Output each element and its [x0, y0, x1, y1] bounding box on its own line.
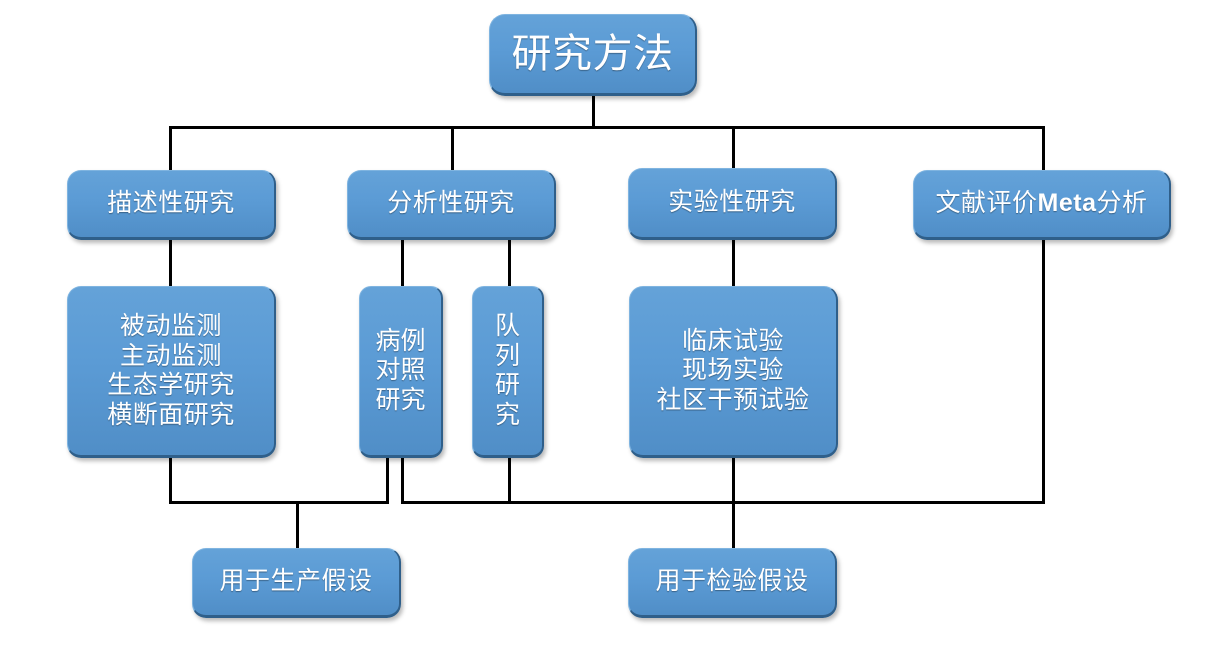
node-title-label: 研究方法	[511, 31, 674, 77]
connector-descriptive-methods-down	[169, 458, 172, 503]
connector-cohort-down	[508, 458, 511, 503]
connector-main-bus	[169, 126, 1045, 129]
node-test-hypothesis[interactable]: 用于检验假设	[628, 548, 837, 618]
node-experimental-methods[interactable]: 临床试验 现场实验 社区干预试验	[629, 286, 838, 458]
connector-generate-bus	[169, 501, 389, 504]
connector-bus-to-analytic	[451, 126, 454, 171]
meta-label-suffix: 分析	[1096, 190, 1148, 218]
node-descriptive-methods-label: 被动监测 主动监测 生态学研究 横断面研究	[107, 313, 235, 429]
connector-generate-stem	[296, 501, 299, 549]
node-literature-meta-analysis[interactable]: 文献评价Meta分析	[913, 170, 1171, 240]
node-experimental-methods-label: 临床试验 现场实验 社区干预试验	[656, 327, 810, 414]
node-analytic-research-label: 分析性研究	[387, 190, 515, 218]
node-generate-hypothesis-label: 用于生产假设	[219, 568, 373, 596]
node-test-hypothesis-label: 用于检验假设	[655, 568, 809, 596]
node-literature-meta-analysis-label: 文献评价Meta分析	[936, 189, 1148, 219]
node-cohort-study[interactable]: 队 列 研 究	[472, 286, 544, 458]
node-experimental-research[interactable]: 实验性研究	[628, 168, 837, 240]
connector-root-stem	[592, 95, 595, 129]
connector-experimental-to-methods	[732, 240, 735, 287]
node-analytic-research[interactable]: 分析性研究	[347, 170, 556, 240]
node-descriptive-research-label: 描述性研究	[107, 190, 235, 218]
connector-descriptive-to-methods	[169, 240, 172, 287]
connector-analytic-to-case-control	[401, 240, 404, 287]
connector-meta-down	[1042, 240, 1045, 503]
meta-label-prefix: 文献评价	[935, 190, 1038, 218]
node-title-research-methods[interactable]: 研究方法	[489, 14, 697, 96]
connector-experimental-methods-down	[732, 458, 735, 503]
meta-label-bold: Meta	[1037, 189, 1097, 218]
connector-bus-to-experimental	[732, 126, 735, 171]
node-descriptive-methods[interactable]: 被动监测 主动监测 生态学研究 横断面研究	[67, 286, 276, 458]
connector-analytic-to-cohort	[508, 240, 511, 287]
node-generate-hypothesis[interactable]: 用于生产假设	[192, 548, 401, 618]
node-case-control-study-label: 病例 对照 研究	[375, 327, 426, 414]
connector-test-bus	[401, 501, 1045, 504]
connector-bus-to-meta	[1042, 126, 1045, 171]
node-descriptive-research[interactable]: 描述性研究	[67, 170, 276, 240]
connector-case-control-down-right	[401, 458, 404, 503]
connector-case-control-down-left	[386, 458, 389, 503]
connector-bus-to-descriptive	[169, 126, 172, 171]
connector-test-stem	[732, 501, 735, 549]
node-case-control-study[interactable]: 病例 对照 研究	[359, 286, 443, 458]
node-experimental-research-label: 实验性研究	[668, 189, 796, 217]
node-cohort-study-label: 队 列 研 究	[494, 313, 520, 429]
